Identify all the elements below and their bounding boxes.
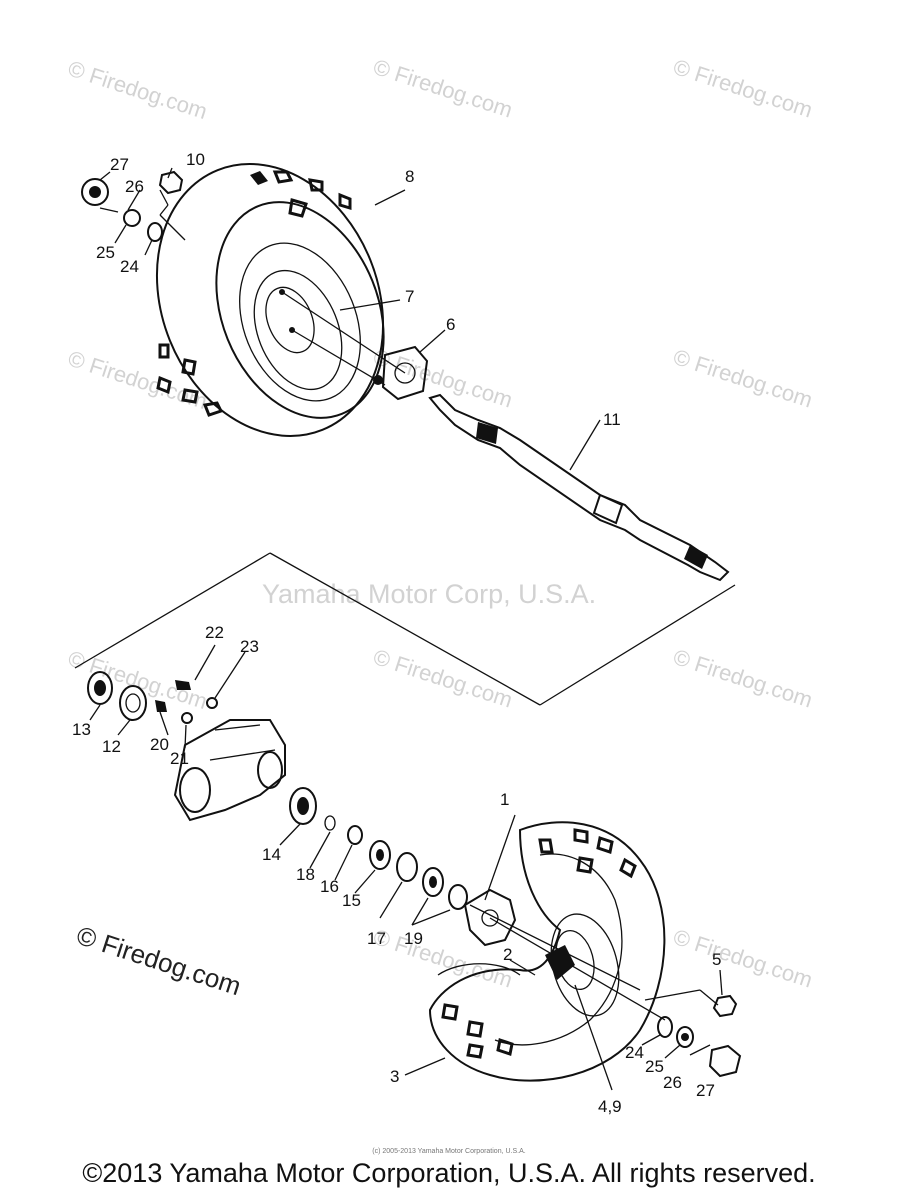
lower-nut-set: [644, 989, 742, 1078]
watermark: © Firedog.com: [370, 344, 515, 412]
part-label: 12: [102, 737, 121, 756]
watermark: © Firedog.com: [670, 344, 815, 412]
part-label: 2: [503, 945, 512, 964]
part-label: 15: [342, 891, 361, 910]
watermark-layer: © Firedog.com © Firedog.com © Firedog.co…: [65, 54, 815, 1001]
upper-tire: [155, 163, 385, 437]
part-label: 24: [120, 257, 139, 276]
axle-shaft: [428, 393, 730, 582]
part-label: 5: [712, 950, 721, 969]
assembly-outline: [74, 552, 736, 706]
part-label: 25: [96, 243, 115, 262]
part-label: 8: [405, 167, 414, 186]
differential-housing: [173, 719, 286, 822]
part-label: 26: [663, 1073, 682, 1092]
watermark: © Firedog.com: [370, 54, 515, 122]
watermark: © Firedog.com: [65, 646, 210, 714]
part-label: 10: [186, 150, 205, 169]
watermark: © Firedog.com: [65, 56, 210, 124]
watermark: © Firedog.com: [370, 924, 515, 992]
part-label: 20: [150, 735, 169, 754]
watermark: © Firedog.com: [670, 54, 815, 122]
part-label: 7: [405, 287, 414, 306]
firedog-credit: © Firedog.com: [73, 920, 245, 1001]
part-label: 1: [500, 790, 509, 809]
seal-stack: [289, 787, 468, 910]
part-label: 25: [645, 1057, 664, 1076]
part-label: 16: [320, 877, 339, 896]
part-label: 27: [110, 155, 129, 174]
part-label: 18: [296, 865, 315, 884]
bearing-parts: [87, 671, 218, 724]
watermark: © Firedog.com: [670, 644, 815, 712]
part-label: 3: [390, 1067, 399, 1086]
part-label: 22: [205, 623, 224, 642]
part-label: 11: [603, 410, 621, 429]
part-label: 21: [170, 749, 189, 768]
part-labels: 1 2 3 4,9 5 6 7 8 10 11 12 13 14 15 16 1…: [72, 150, 721, 1116]
part-label: 24: [625, 1043, 644, 1062]
copyright-notice: ©2013 Yamaha Motor Corporation, U.S.A. A…: [82, 1158, 816, 1188]
upper-nut-set: [81, 170, 186, 242]
part-label: 14: [262, 845, 281, 864]
upper-hub: [281, 291, 429, 401]
part-label: 23: [240, 637, 259, 656]
lower-tire: [428, 821, 666, 1082]
watermark: © Firedog.com: [65, 346, 210, 414]
part-label: 27: [696, 1081, 715, 1100]
part-label: 26: [125, 177, 144, 196]
part-label: 19: [404, 929, 423, 948]
part-label: 6: [446, 315, 455, 334]
part-label: 13: [72, 720, 91, 739]
fine-print: (c) 2005-2013 Yamaha Motor Corporation, …: [372, 1148, 526, 1155]
watermark: © Firedog.com: [670, 924, 815, 992]
center-watermark: Yamaha Motor Corp, U.S.A.: [262, 579, 596, 609]
leader-lines: [89, 167, 723, 1091]
part-label: 17: [367, 929, 386, 948]
part-label: 4,9: [598, 1097, 622, 1116]
